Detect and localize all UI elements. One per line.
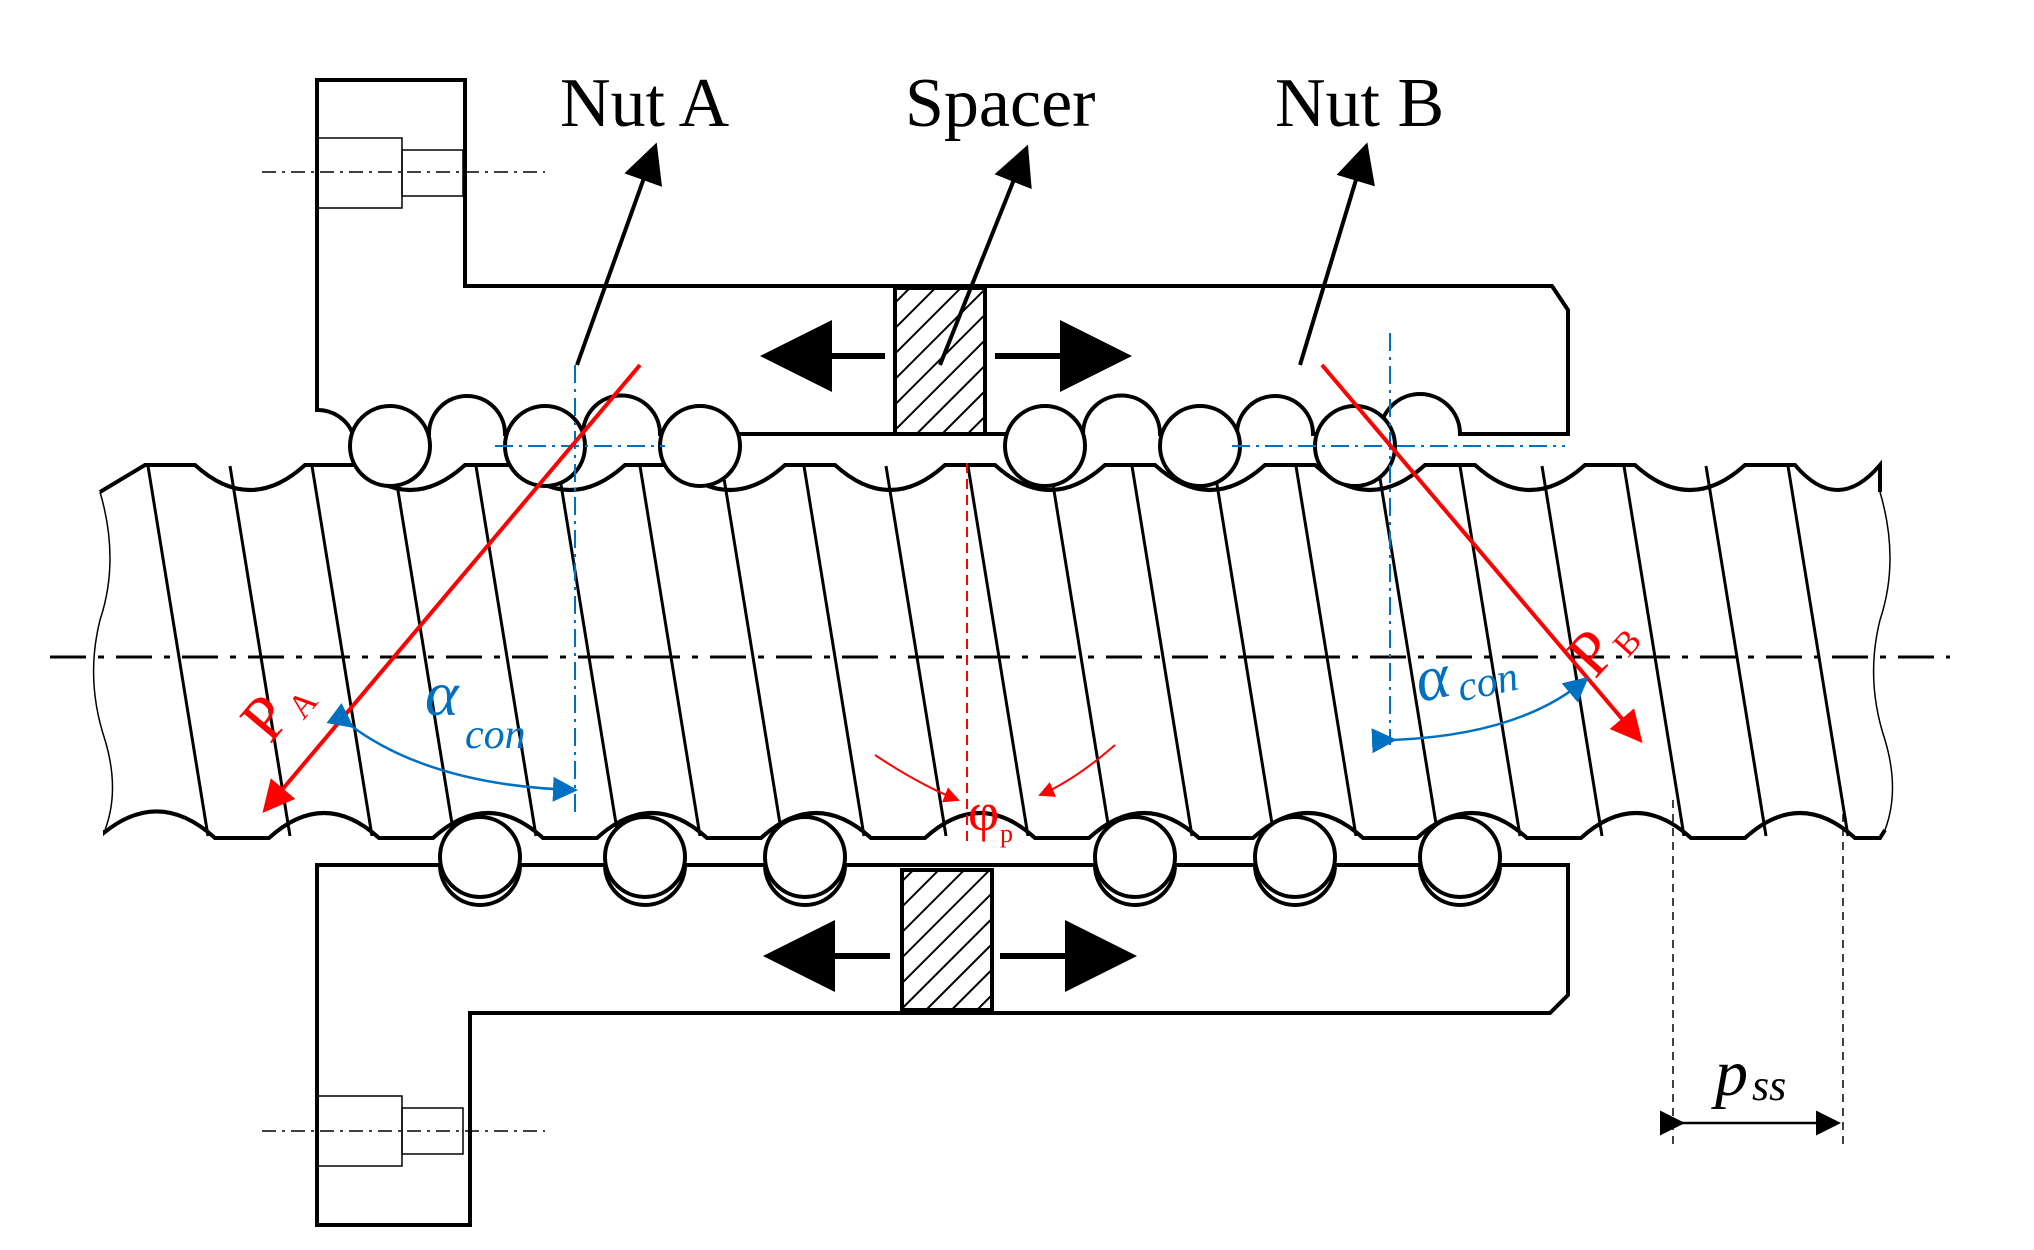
label-pitch: p ss [1711, 1037, 1786, 1110]
phase-angle-arcs [874, 744, 1116, 803]
thread-helix-line [720, 465, 784, 837]
thread-helix-line [884, 465, 948, 837]
svg-text:con: con [465, 712, 526, 758]
svg-text:ss: ss [1752, 1061, 1786, 1110]
label-nut-b: Nut B [1275, 65, 1444, 142]
thread-helix-line [146, 465, 210, 837]
label-nut-a: Nut A [560, 65, 730, 142]
thread-helix-line [1786, 465, 1850, 837]
thread-helix-line [966, 465, 1030, 837]
force-a-arrow [262, 363, 642, 814]
thread-helix-line [1458, 465, 1522, 837]
svg-text:α: α [425, 658, 460, 729]
thread-helix-line [228, 465, 292, 837]
label-force-b: P B [1553, 615, 1649, 689]
label-contact-angle-a: α con [425, 658, 526, 758]
thread-helix-line [310, 465, 374, 837]
thread-helix-line [1130, 465, 1194, 837]
leader-arrows [575, 142, 1375, 366]
ball [603, 815, 687, 899]
thread-helix-line [1294, 465, 1358, 837]
ball [1093, 815, 1177, 899]
label-contact-angle-b: α con [1408, 639, 1522, 716]
ball [438, 815, 522, 899]
label-force-a: P A [226, 681, 325, 754]
thread-helix-line [1212, 465, 1276, 837]
label-phase-angle: φ p [968, 782, 1013, 848]
ball [348, 404, 432, 488]
thread-helix-line [1376, 465, 1440, 837]
thread-helix-line [1048, 465, 1112, 837]
thread-helix-line [556, 465, 620, 837]
spacer-bottom [900, 868, 994, 1012]
svg-text:φ: φ [968, 782, 999, 842]
thread-helix-line [1704, 465, 1768, 837]
svg-text:p: p [1000, 819, 1013, 848]
thread-helix-line [392, 465, 456, 837]
nut-housing-top [262, 78, 1570, 436]
contact-angle-arcs [326, 676, 1589, 802]
ball [658, 404, 742, 488]
thread-helix-line [638, 465, 702, 837]
ball [1003, 404, 1087, 488]
ball [1418, 815, 1502, 899]
pitch-dimension [1660, 800, 1844, 1150]
thread-helix-line [1540, 465, 1604, 837]
ball-bearings [348, 404, 1502, 899]
svg-text:p: p [1711, 1037, 1748, 1110]
label-spacer: Spacer [905, 65, 1095, 142]
thread-helix-line [802, 465, 866, 837]
ball [763, 815, 847, 899]
screw-shaft [92, 459, 1894, 840]
ball [1158, 404, 1242, 488]
preload-arrows [760, 320, 1137, 992]
svg-text:con: con [1453, 654, 1522, 712]
thread-helix-line [1622, 465, 1686, 837]
ball [1253, 815, 1337, 899]
